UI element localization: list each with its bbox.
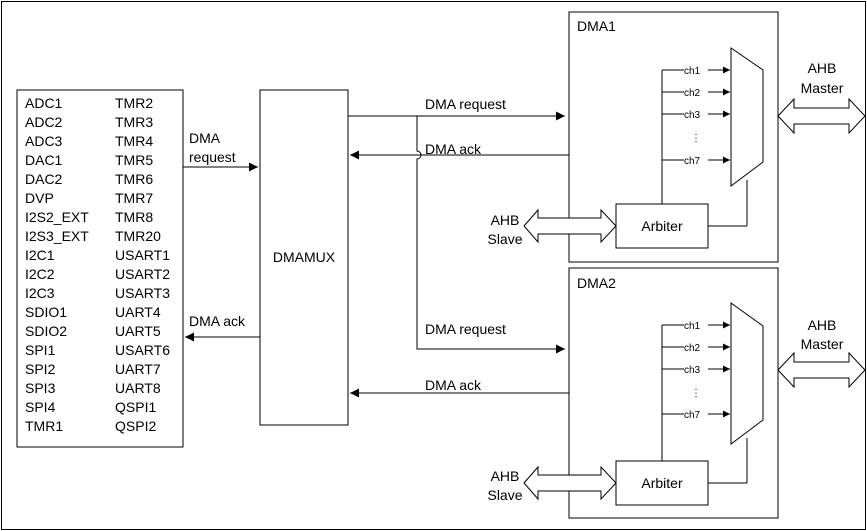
- dma2-ch2-label: ch2: [684, 343, 701, 354]
- peripheral-item: UART7: [115, 361, 161, 377]
- dma-request-branch: [416, 116, 565, 354]
- peripheral-item: SDIO1: [25, 304, 67, 320]
- dmamux-label: DMAMUX: [273, 249, 336, 265]
- dma2-ahb-master-label-line2: Master: [801, 336, 844, 352]
- dma1-ch2-label: ch2: [684, 88, 701, 99]
- peripheral-item: SDIO2: [25, 323, 67, 339]
- dma1-arbiter-label: Arbiter: [641, 218, 683, 234]
- peripheral-item: DAC2: [25, 171, 63, 187]
- dma1-arbiter-box: [615, 203, 709, 249]
- left-request-label-line1: DMA: [189, 130, 221, 146]
- peripheral-item: TMR8: [115, 209, 153, 225]
- peripheral-item: DVP: [25, 190, 54, 206]
- dma2-ack-label: DMA ack: [425, 377, 482, 393]
- dma1-ack-label: DMA ack: [425, 141, 482, 157]
- dma2-arbiter-box: [615, 460, 709, 506]
- peripheral-item: I2C3: [25, 285, 55, 301]
- peripheral-list-box: [16, 89, 184, 448]
- peripheral-item: TMR4: [115, 133, 153, 149]
- peripheral-item: TMR5: [115, 152, 153, 168]
- dma2-ahb-slave-label-line1: AHB: [491, 468, 520, 484]
- dma2-title: DMA2: [577, 275, 616, 291]
- dma2-ahb-master-label-line1: AHB: [808, 317, 837, 333]
- peripheral-item: SPI3: [25, 380, 56, 396]
- dma1-request-label: DMA request: [425, 96, 506, 112]
- peripheral-item: TMR2: [115, 95, 153, 111]
- peripheral-item: SPI4: [25, 399, 56, 415]
- dma2-block: DMA2 ch1 ch2 ch3 ⋮ ch7 Arbiter AHB Slave…: [487, 267, 866, 519]
- dma2-ch7-label: ch7: [684, 410, 701, 421]
- peripheral-item: SPI1: [25, 342, 56, 358]
- dma1-ch7-label: ch7: [684, 156, 701, 167]
- peripheral-item: ADC2: [25, 114, 63, 130]
- peripheral-item: I2C2: [25, 266, 55, 282]
- peripheral-item: I2S3_EXT: [25, 228, 89, 244]
- dma2-request-label: DMA request: [425, 321, 506, 337]
- peripheral-item: USART2: [115, 266, 170, 282]
- peripheral-item: QSPI2: [115, 418, 156, 434]
- left-ack-label: DMA ack: [189, 313, 246, 329]
- peripheral-item: ADC3: [25, 133, 63, 149]
- dma2-ahb-slave-arrow: [523, 465, 617, 501]
- peripheral-item: UART8: [115, 380, 161, 396]
- dmamux-box: [259, 89, 349, 426]
- peripheral-item: DAC1: [25, 152, 63, 168]
- peripheral-item: I2C1: [25, 247, 55, 263]
- dma2-ahb-slave-label-line2: Slave: [487, 487, 522, 503]
- dma2-ahb-master-arrow: [777, 351, 866, 389]
- dma2-arbiter-label: Arbiter: [641, 475, 683, 491]
- peripheral-item: TMR7: [115, 190, 153, 206]
- dma1-ch1-label: ch1: [684, 66, 701, 77]
- dma2-ch3-label: ch3: [684, 365, 701, 376]
- dma1-ahb-slave-label-line1: AHB: [491, 212, 520, 228]
- peripheral-item: USART6: [115, 342, 170, 358]
- peripheral-item: UART4: [115, 304, 161, 320]
- left-request-label-line2: request: [189, 149, 236, 165]
- dma1-ch3-label: ch3: [684, 110, 701, 121]
- dma2-ch-ellipsis: ⋮: [691, 388, 701, 399]
- dma1-ahb-master-arrow: [777, 97, 866, 135]
- peripheral-item: TMR20: [115, 228, 161, 244]
- dma1-ahb-slave-arrow: [523, 208, 617, 244]
- peripheral-item: QSPI1: [115, 399, 156, 415]
- peripheral-item: USART1: [115, 247, 170, 263]
- dma2-mux: [730, 302, 764, 445]
- dma1-mux: [730, 47, 764, 187]
- peripheral-item: USART3: [115, 285, 170, 301]
- peripheral-item: UART5: [115, 323, 161, 339]
- dma1-ch-ellipsis: ⋮: [691, 133, 701, 144]
- peripheral-right-column: TMR2TMR3TMR4TMR5TMR6TMR7TMR8TMR20USART1U…: [115, 95, 170, 434]
- peripheral-item: TMR1: [25, 418, 63, 434]
- dma2-ch1-label: ch1: [684, 321, 701, 332]
- peripheral-item: SPI2: [25, 361, 56, 377]
- dma1-ahb-slave-label-line2: Slave: [487, 231, 522, 247]
- peripheral-item: I2S2_EXT: [25, 209, 89, 225]
- peripheral-item: TMR6: [115, 171, 153, 187]
- peripheral-item: ADC1: [25, 95, 63, 111]
- peripheral-item: TMR3: [115, 114, 153, 130]
- dma1-title: DMA1: [577, 18, 616, 34]
- dma1-ahb-master-label-line2: Master: [801, 80, 844, 96]
- dma1-ahb-master-label-line1: AHB: [808, 60, 837, 76]
- dma1-block: DMA1 ch1 ch2 ch3 ⋮ ch7 Arbiter AHB Slave…: [487, 11, 866, 263]
